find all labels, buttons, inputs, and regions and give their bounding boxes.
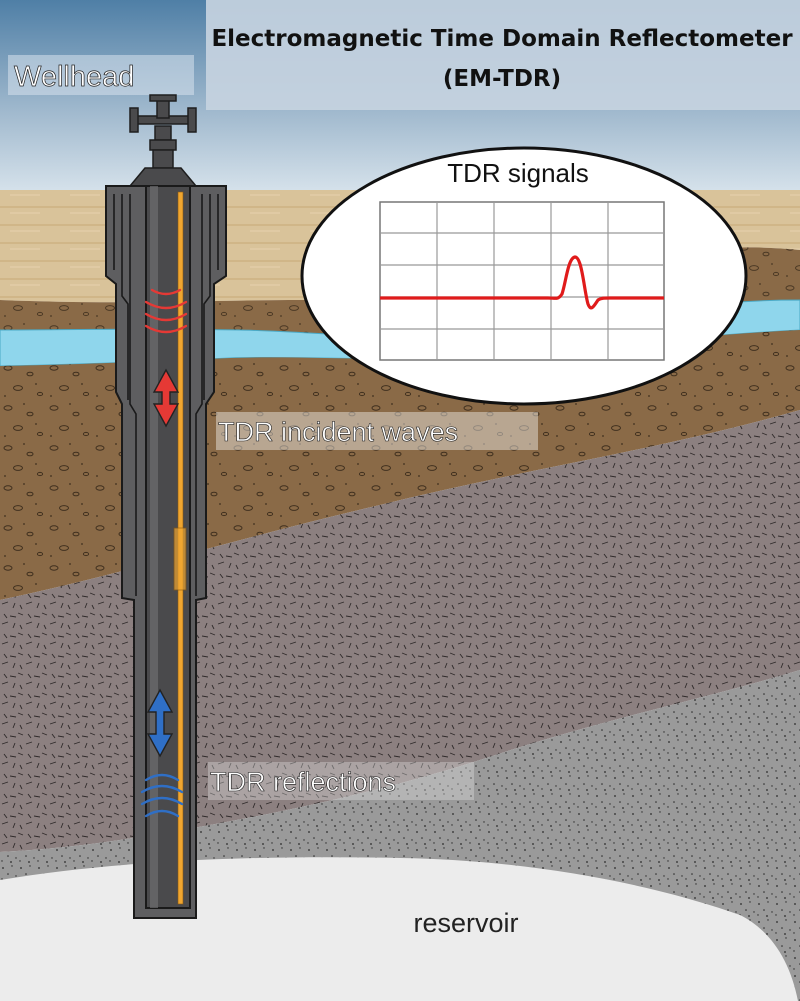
reflected-wave-icon [140, 773, 184, 818]
wellhead-label: Wellhead [14, 61, 134, 93]
signal-grid [379, 201, 665, 361]
tdr-signals-label: TDR signals [447, 158, 589, 188]
cable-clamp [173, 527, 187, 591]
double-arrow-blue-icon [146, 688, 174, 758]
signal-trace [380, 255, 664, 310]
title-line-1: Electromagnetic Time Domain Reflectomete… [211, 26, 793, 52]
reservoir-zone [0, 857, 798, 1001]
reservoir-label: reservoir [413, 908, 518, 938]
incident-label-box [216, 412, 538, 450]
title-box [206, 0, 800, 110]
wellhead-valve-icon [128, 94, 198, 187]
shale-layer [0, 410, 800, 852]
casing-grooves [113, 194, 219, 596]
incident-wave-icon [144, 288, 188, 334]
incident-waves-label: TDR incident waves [218, 417, 458, 447]
reflections-label: TDR reflections [210, 767, 396, 797]
title-line-2: (EM-TDR) [443, 66, 561, 92]
reflections-label-box [208, 762, 474, 800]
wellhead-label-box [8, 55, 194, 95]
double-arrow-red-icon [152, 368, 180, 428]
